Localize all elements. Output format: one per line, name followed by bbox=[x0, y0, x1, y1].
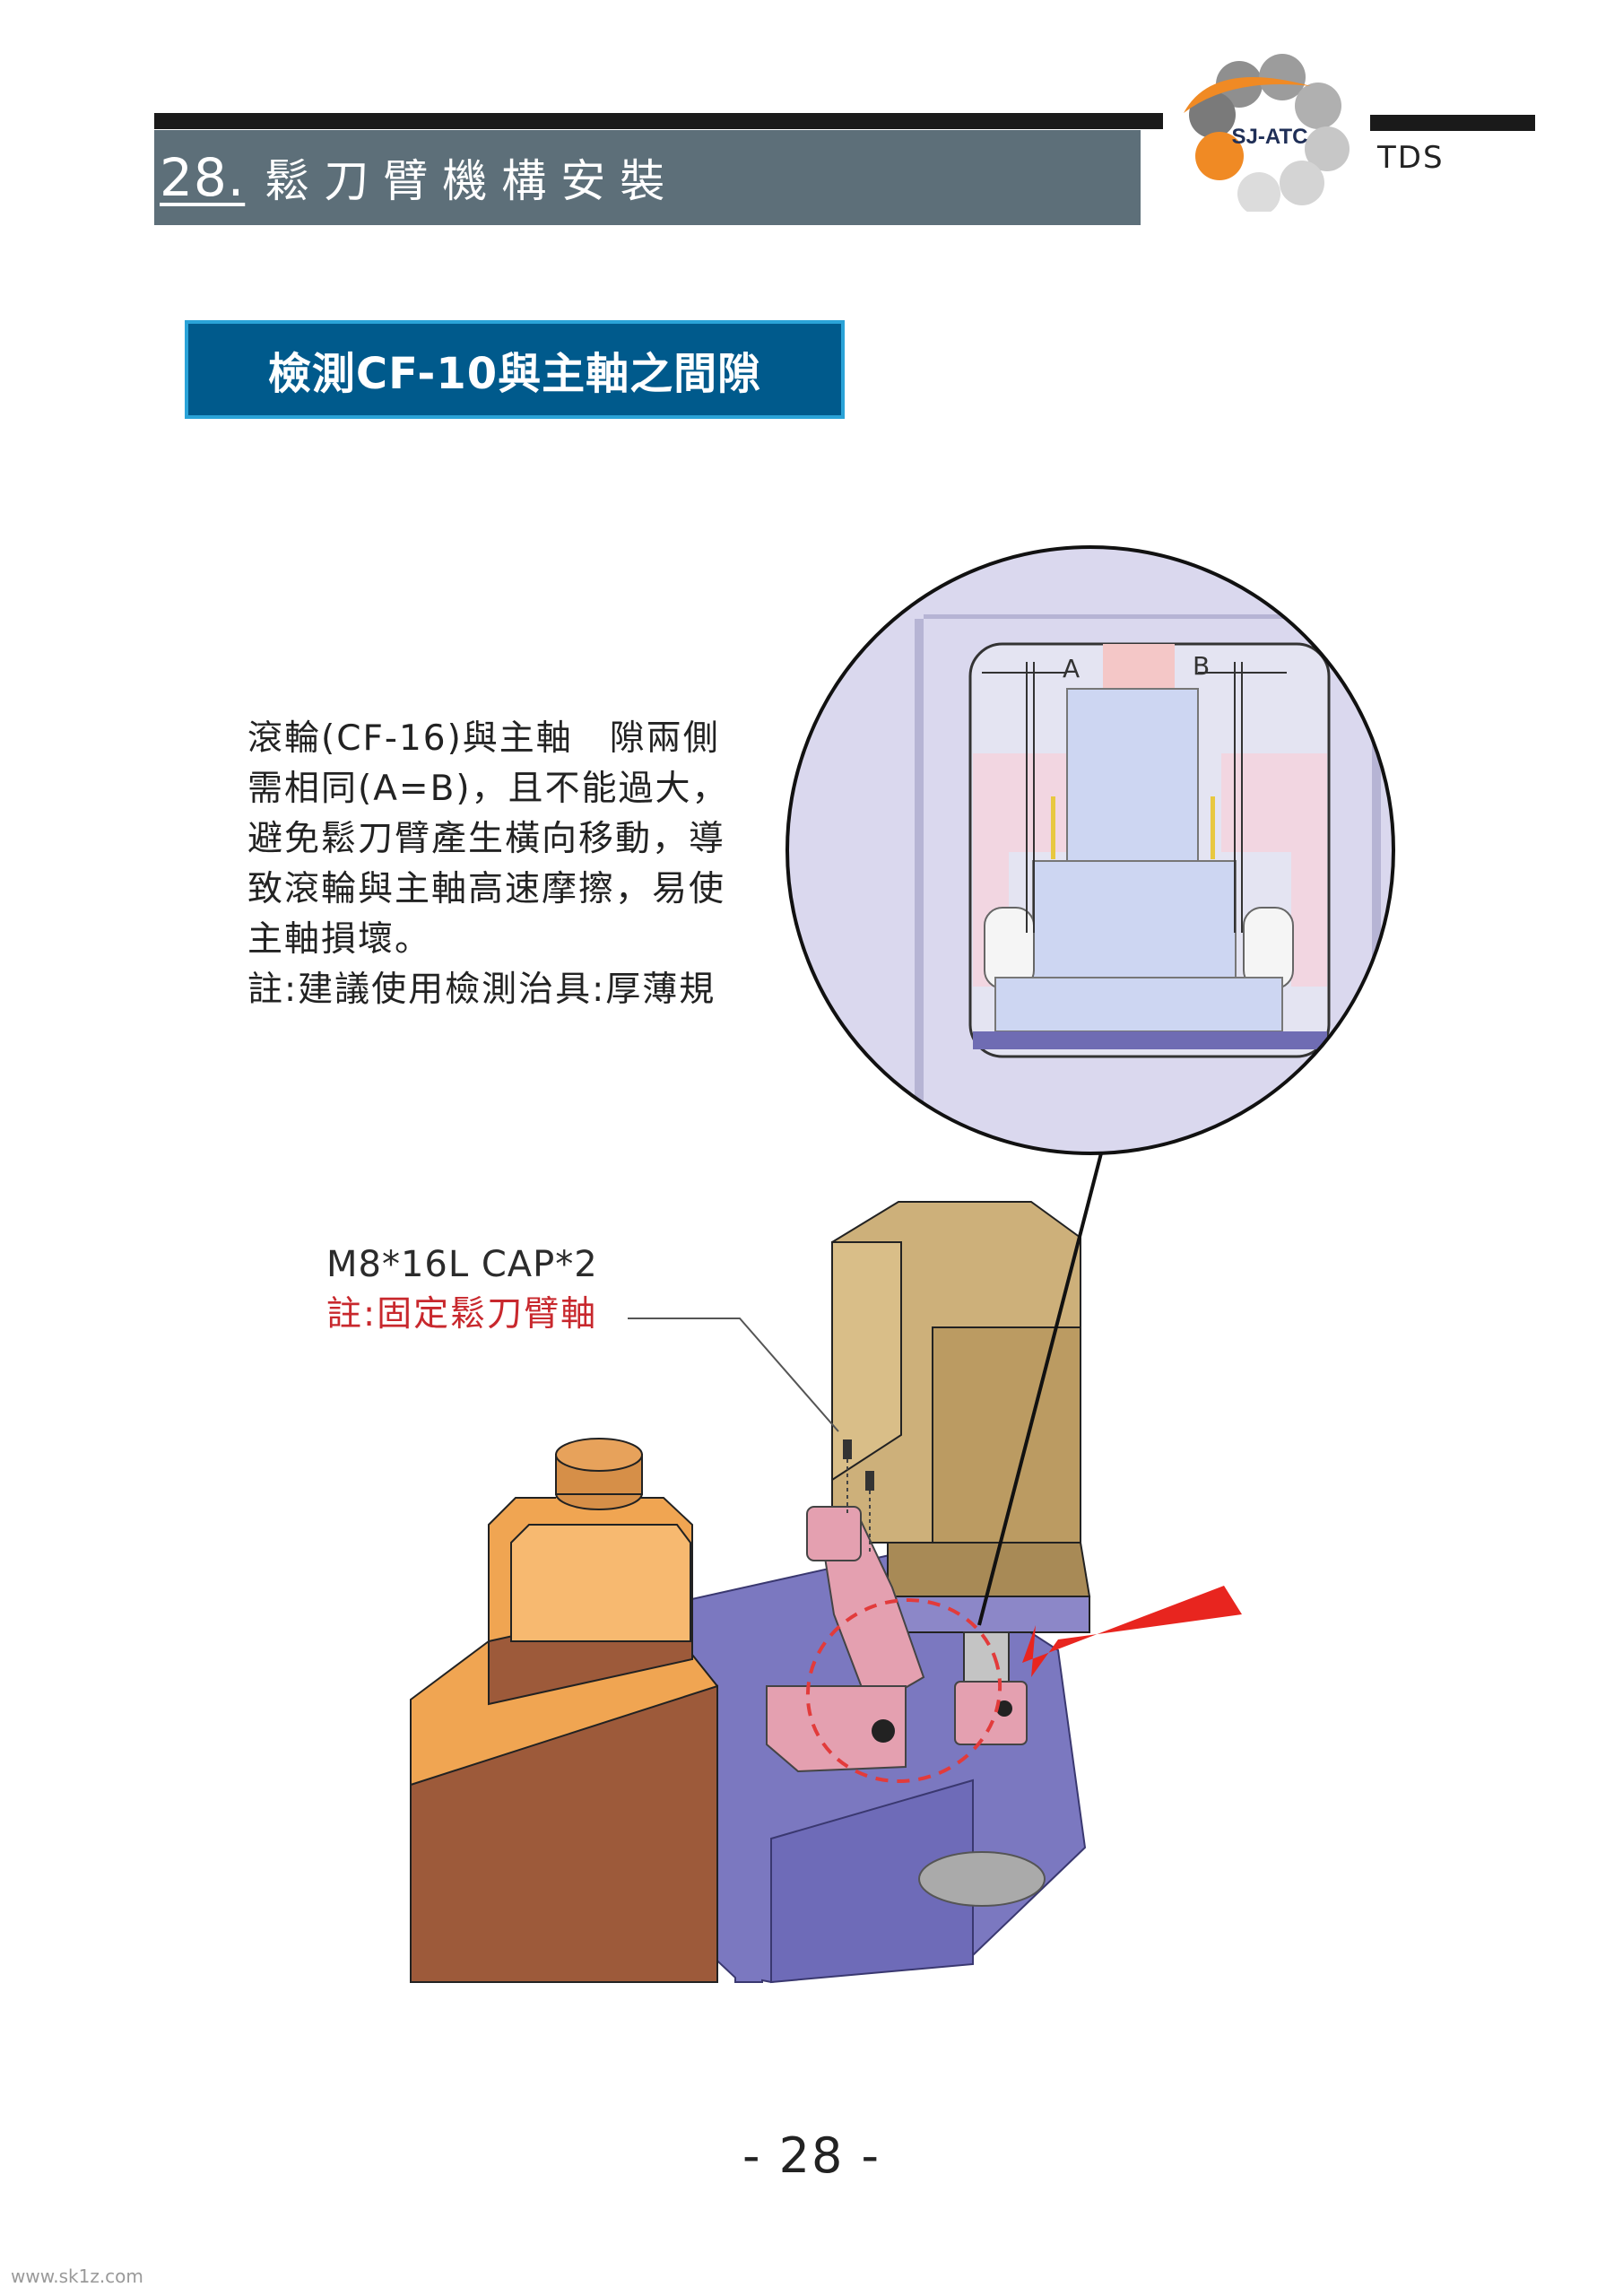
description-note: 註:建議使用檢測治具:厚薄規 bbox=[247, 970, 716, 1010]
part-spec: M8*16L CAP*2 bbox=[326, 1244, 598, 1285]
zoom-detail-circle: A B bbox=[785, 545, 1395, 1155]
description-line-3: 避免鬆刀臂產生橫向移動，導 bbox=[247, 819, 726, 859]
section-title-band: 28. 鬆刀臂機構安裝 bbox=[154, 130, 1141, 225]
description-line-1: 滾輪(CF-16)與主軸 隙兩側 bbox=[247, 718, 720, 759]
description-line-2: 需相同(A=B)，且不能過大， bbox=[247, 769, 729, 809]
section-number: 28. bbox=[160, 147, 246, 208]
section-title: 鬆刀臂機構安裝 bbox=[265, 155, 680, 207]
description-block: 滾輪(CF-16)與主軸 隙兩側 需相同(A=B)，且不能過大， 避免鬆刀臂產生… bbox=[247, 714, 821, 1015]
sj-atc-logo: SJ-ATC bbox=[1184, 54, 1350, 212]
logo-swoosh bbox=[1184, 77, 1311, 113]
part-note: 註:固定鬆刀臂軸 bbox=[326, 1294, 598, 1335]
watermark: www.sk1z.com bbox=[11, 2266, 143, 2287]
description-line-5: 主軸損壞。 bbox=[247, 919, 432, 960]
dimension-label-a: A bbox=[1063, 654, 1080, 683]
red-arrow-icon bbox=[1022, 1586, 1242, 1677]
page-number: - 28 - bbox=[742, 2127, 881, 2184]
description-line-4: 致滾輪與主軸高速摩擦，易使 bbox=[247, 869, 726, 909]
section-heading: 檢測CF-10與主軸之間隙 bbox=[267, 349, 762, 399]
dimension-label-b: B bbox=[1193, 651, 1210, 681]
header-rule-left bbox=[154, 113, 1163, 129]
part-callout: M8*16L CAP*2 註:固定鬆刀臂軸 bbox=[326, 1239, 598, 1340]
section-heading-box: 檢測CF-10與主軸之間隙 bbox=[185, 320, 845, 419]
logo-text: SJ-ATC bbox=[1232, 125, 1308, 149]
logo-circles bbox=[1189, 54, 1350, 212]
header-rule-right bbox=[1370, 115, 1535, 131]
brand-label: TDS bbox=[1377, 140, 1445, 176]
